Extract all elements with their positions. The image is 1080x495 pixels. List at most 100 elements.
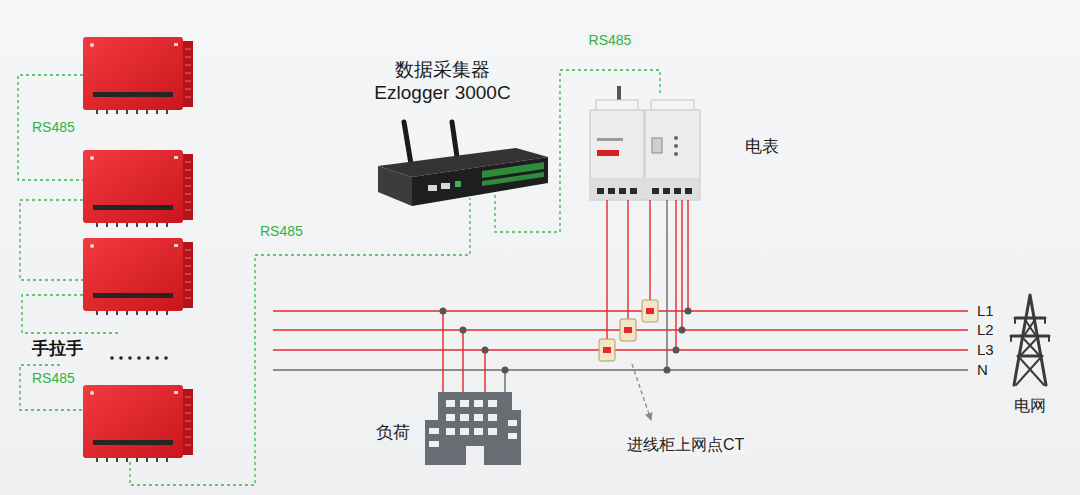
data-logger-device [378,122,548,206]
ellipsis-dot [155,356,159,360]
current-transformer [599,300,658,361]
meter-badge [597,150,619,156]
tower-insulator [1011,318,1049,341]
window [446,428,455,435]
window [429,441,439,447]
junction-dot [664,367,671,374]
voltage-wire [687,200,688,311]
logger-side [378,166,412,206]
ellipsis-dot [110,356,114,360]
ct-callout: 进线柜上网点CT [625,436,746,454]
terminal [630,188,637,194]
ct-body [599,339,615,361]
node-label: 数据采集器 Ezlogger 3000C [365,59,520,105]
ct-wire [627,200,628,319]
window [474,414,483,421]
ellipsis-dot [128,356,132,360]
phase-line [273,310,968,312]
window [474,428,483,435]
phase-label: L3 [975,341,996,358]
window [508,433,517,439]
terminal [608,188,615,194]
tower-leg [1014,295,1046,385]
terminal [619,188,626,194]
bus-label: RS485 [587,32,634,48]
data-logger: 数据采集器 Ezlogger 3000C [355,55,530,195]
terminal [652,188,659,194]
phase-line [273,349,968,351]
load-wire [484,350,485,392]
meter-led [674,152,678,156]
building-icon [425,392,521,465]
rs485-wire [18,75,83,180]
phase-label: L1 [975,302,996,319]
rs485-wire [20,365,83,410]
junction-dot [482,347,489,354]
building-block [505,410,521,465]
window [488,414,497,421]
neutral-label: N [975,361,990,378]
meter-device [590,86,700,200]
port [441,183,450,189]
meter-print [597,138,623,141]
building-block [438,392,512,465]
voltage-wire [666,200,667,370]
inverter [83,238,193,315]
neutral-line [273,369,968,371]
meter-terminals [597,188,692,194]
window [488,400,497,407]
load-building: 负荷 [370,378,525,468]
terminal [597,188,604,194]
terminal [685,188,692,194]
inverter [83,150,193,227]
ellipsis-dots [110,356,168,360]
tower-brace [1016,318,1044,385]
terminal-block [482,172,544,186]
window [460,400,469,407]
ellipsis-dot [119,356,123,360]
inverter [83,385,193,462]
load-wire [442,311,443,392]
ellipsis-dot [137,356,141,360]
meter-led [674,144,678,148]
ellipsis-dot [164,356,168,360]
rs485-wire [20,200,83,280]
rs485-wire [18,75,470,485]
tower-icon [1011,295,1049,385]
bus-label: RS485 [30,370,77,386]
window [460,428,469,435]
tower-arm [1011,318,1049,356]
ct-wire [649,200,650,300]
terminal [663,188,670,194]
voltage-wire [675,200,676,350]
node-label: 电表 [745,137,785,157]
ct-core [603,347,611,353]
grid-tower: 电网 [995,290,1067,420]
ct-core [624,327,632,333]
window [488,428,497,435]
rs485-wire [22,295,118,333]
junction-dot [673,347,680,354]
window [508,420,517,426]
junction-dot [685,308,692,315]
chain-note: 手拉手 [30,339,85,359]
window [460,414,469,421]
window [429,428,439,434]
ct-body [620,319,636,341]
meter-base [591,178,699,199]
voltage-wire [681,200,682,330]
rs485-connector [495,70,660,232]
building-windows [429,400,517,465]
junction-dot [502,367,509,374]
door [466,446,484,465]
meter-port [652,138,662,153]
bus-label: RS485 [30,119,77,135]
ellipsis-dot [146,356,150,360]
rs485-wire [130,198,470,485]
port [428,185,437,191]
leader-arrow [632,364,651,420]
